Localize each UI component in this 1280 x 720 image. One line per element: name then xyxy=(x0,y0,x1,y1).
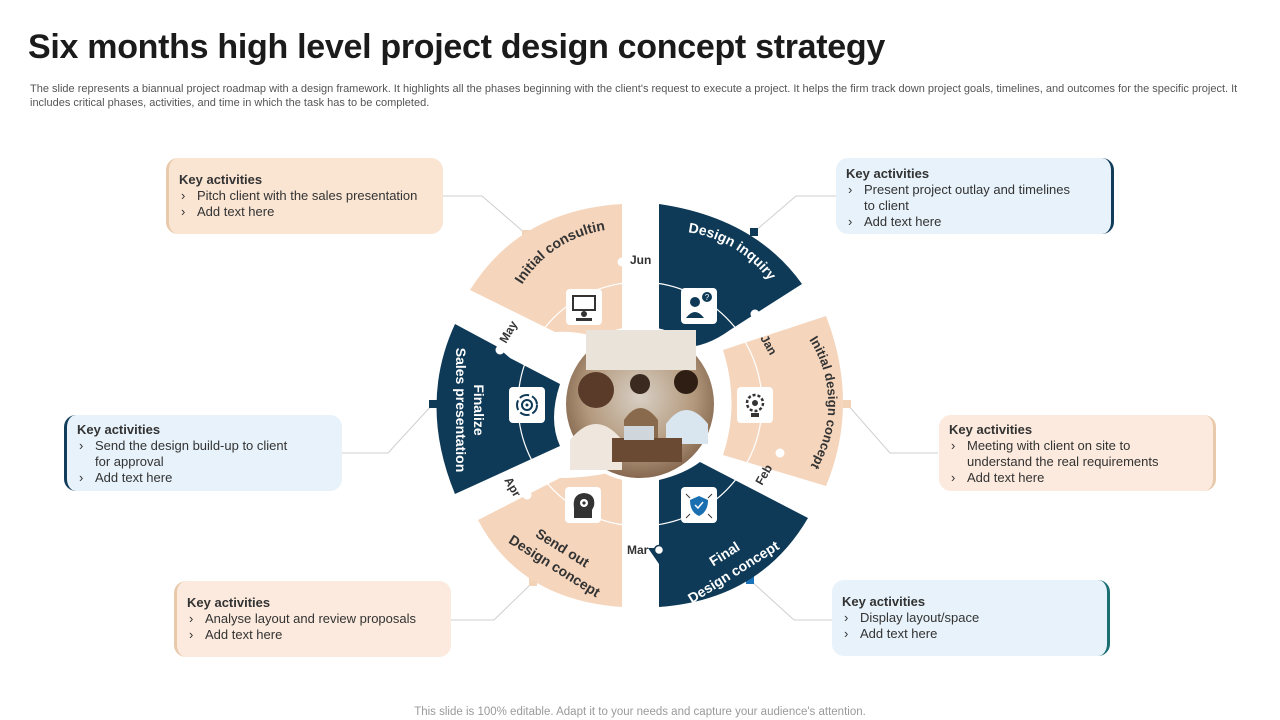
month-mar: Mar xyxy=(627,543,649,557)
key-activities-mid-left: Key activities Send the design build-up … xyxy=(64,415,342,491)
box-heading: Key activities xyxy=(842,594,926,609)
photo-people xyxy=(570,330,708,470)
slide-description: The slide represents a biannual project … xyxy=(30,83,1238,109)
box-heading: Key activities xyxy=(949,422,1033,437)
key-activities-bottom-right: Key activities Display layout/space Add … xyxy=(832,580,1110,656)
list-item-continued: to client xyxy=(864,198,909,213)
box-heading: Key activities xyxy=(846,166,930,181)
list-item: Add text here xyxy=(77,470,330,486)
list-item-continued: for approval xyxy=(95,454,164,469)
box-heading: Key activities xyxy=(179,172,263,187)
month-jun: Jun xyxy=(630,253,651,267)
timeline-dots xyxy=(495,257,785,556)
segment-final-design-concept xyxy=(648,462,808,607)
list-item: Meeting with client on site to xyxy=(949,438,1201,454)
list-item: Analyse layout and review proposals xyxy=(187,611,439,627)
person-question-icon xyxy=(681,288,717,324)
svg-text:?: ? xyxy=(705,293,710,302)
list-item: Add text here xyxy=(179,204,431,220)
connector-lines xyxy=(342,195,938,621)
segment-finalize-sales-presentation xyxy=(436,324,560,494)
list-item: Send the design build-up to client xyxy=(77,438,330,454)
key-activities-top-right: Key activities Present project outlay an… xyxy=(836,158,1114,234)
key-activities-bottom-left: Key activities Analyse layout and review… xyxy=(174,581,451,657)
list-item: Present project outlay and timelines xyxy=(846,182,1099,198)
list-item: Pitch client with the sales presentation xyxy=(179,188,431,204)
label-sales-presentation: Sales presentation xyxy=(453,348,469,473)
segment-design-inquiry xyxy=(659,204,802,348)
list-item: Add text here xyxy=(842,626,1095,642)
list-item: Display layout/space xyxy=(842,610,1095,626)
key-activities-top-left: Key activities Pitch client with the sal… xyxy=(166,158,443,234)
month-may: May xyxy=(496,318,520,345)
box-heading: Key activities xyxy=(77,422,161,437)
box-heading: Key activities xyxy=(187,595,271,610)
list-item: Add text here xyxy=(846,214,1099,230)
label-finalize: Finalize xyxy=(471,384,487,436)
presentation-board-icon xyxy=(566,289,602,325)
icon-tiles: ? xyxy=(509,288,773,523)
list-item: Add text here xyxy=(949,470,1201,486)
list-item-continued: understand the real requirements xyxy=(967,454,1159,469)
key-activities-mid-right: Key activities Meeting with client on si… xyxy=(939,415,1216,491)
list-item: Add text here xyxy=(187,627,439,643)
month-apr: Apr xyxy=(501,475,524,500)
page-title: Six months high level project design con… xyxy=(28,28,885,66)
footer-note: This slide is 100% editable. Adapt it to… xyxy=(414,706,866,718)
